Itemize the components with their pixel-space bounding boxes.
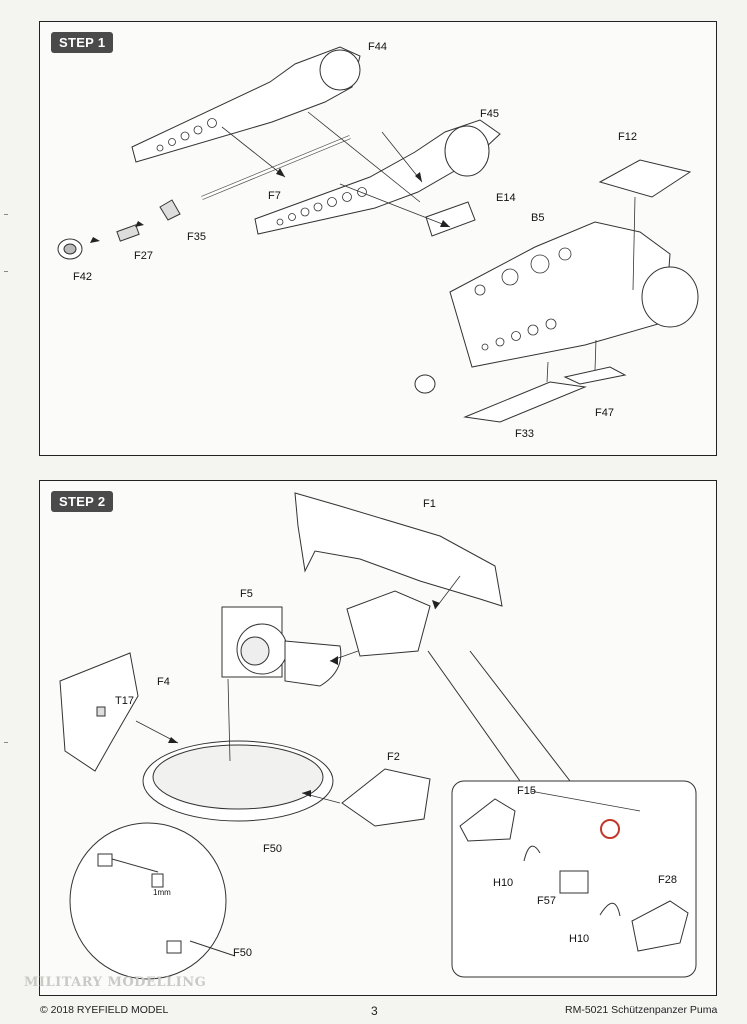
f50-detail-circle <box>69 822 227 980</box>
part-b5-assembly <box>414 221 699 394</box>
part-f45 <box>254 119 501 235</box>
part-f28 <box>631 900 689 952</box>
step-1-badge: STEP 1 <box>51 32 114 53</box>
label-f7: F7 <box>268 190 281 202</box>
label-f28: F28 <box>658 874 677 886</box>
label-f2: F2 <box>387 751 400 763</box>
label-f50-detail: F50 <box>233 947 252 959</box>
label-t17: T17 <box>115 695 134 707</box>
label-h10-top: H10 <box>493 877 514 889</box>
label-e14: E14 <box>496 192 516 204</box>
label-f4: F4 <box>157 676 170 688</box>
part-f47 <box>563 366 627 385</box>
part-f15 <box>459 798 516 842</box>
footer-product: RM-5021 Schützenpanzer Puma <box>565 1004 718 1016</box>
caution-icon <box>600 819 620 839</box>
step-2-assembly-drawing <box>59 492 697 980</box>
part-f57 <box>559 870 589 894</box>
label-h10-bottom: H10 <box>569 933 590 945</box>
label-1mm: 1mm <box>153 888 171 897</box>
label-f50: F50 <box>263 843 282 855</box>
step-2-badge: STEP 2 <box>51 491 114 512</box>
part-h10-bottom <box>599 902 621 917</box>
label-f47: F47 <box>595 407 614 419</box>
part-f7 <box>201 135 351 200</box>
footer-copyright: © 2018 RYEFIELD MODEL <box>40 1004 169 1016</box>
part-f27 <box>116 224 140 242</box>
part-f5 <box>221 606 342 687</box>
label-f15: F15 <box>517 785 536 797</box>
part-f2 <box>341 768 431 827</box>
step-1-panel: STEP 1 <box>39 21 717 456</box>
part-f33 <box>463 381 587 423</box>
watermark-text: MILITARY MODELLING <box>24 975 207 990</box>
part-f44 <box>131 46 361 163</box>
label-f33: F33 <box>515 428 534 440</box>
label-f5: F5 <box>240 588 253 600</box>
part-f1 <box>294 492 503 607</box>
part-f35 <box>159 199 181 221</box>
margin-mark <box>4 271 8 272</box>
label-f1: F1 <box>423 498 436 510</box>
label-f42: F42 <box>73 271 92 283</box>
step-1-assembly-drawing <box>57 46 699 423</box>
label-f44: F44 <box>368 41 387 53</box>
label-f45: F45 <box>480 108 499 120</box>
part-f12 <box>598 159 692 198</box>
part-turret-box <box>346 590 431 657</box>
label-f35: F35 <box>187 231 206 243</box>
step-2-panel: STEP 2 <box>39 480 717 996</box>
label-b5: B5 <box>531 212 545 224</box>
part-h10-top <box>523 845 541 862</box>
margin-mark <box>4 742 8 743</box>
margin-mark <box>4 214 8 215</box>
footer-page-number: 3 <box>371 1004 378 1018</box>
label-f27: F27 <box>134 250 153 262</box>
label-f12: F12 <box>618 131 637 143</box>
label-f57: F57 <box>537 895 556 907</box>
part-e14 <box>425 201 476 237</box>
